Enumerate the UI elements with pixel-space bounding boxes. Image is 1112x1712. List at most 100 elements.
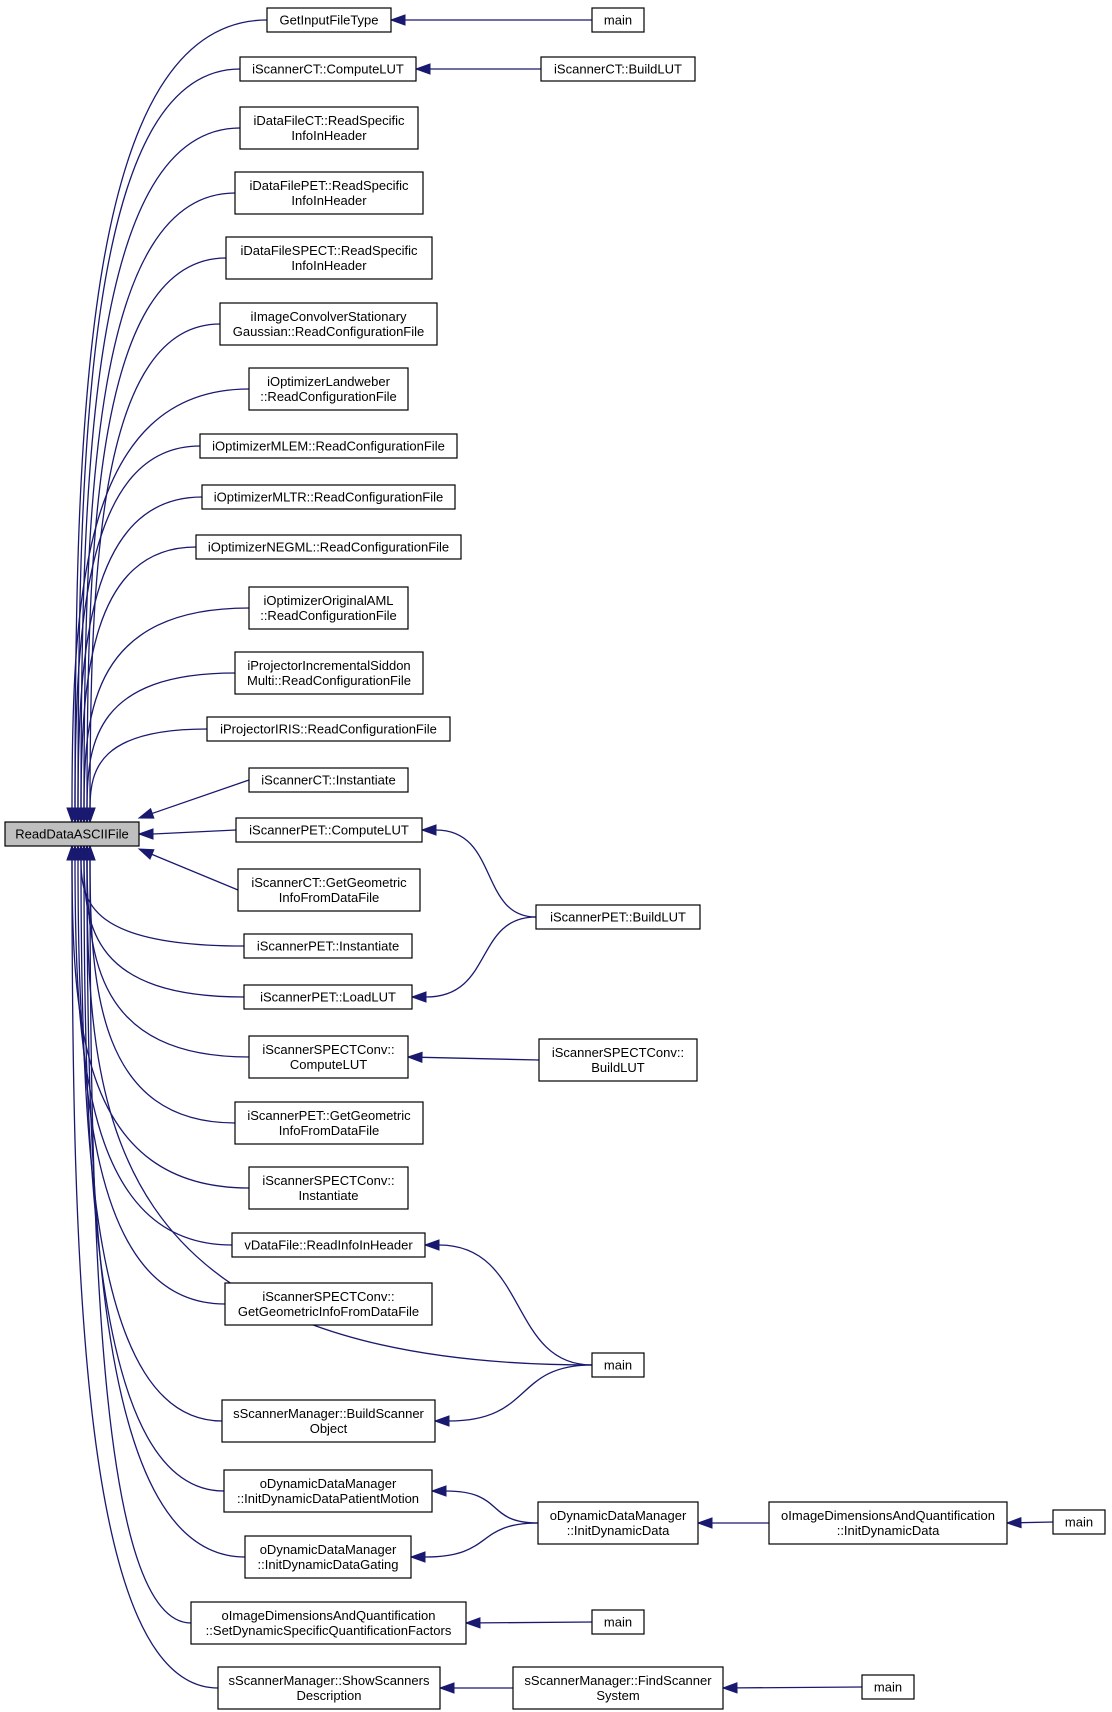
function-node[interactable]: iScannerCT::Instantiate: [248, 767, 409, 793]
node-label-line: InfoInHeader: [291, 258, 367, 273]
function-node[interactable]: main: [861, 1674, 915, 1700]
edge-c14-to-n0: [137, 779, 250, 819]
function-node[interactable]: iScannerCT::ComputeLUT: [239, 56, 417, 82]
node-box: [224, 1282, 433, 1326]
node-label-line: oDynamicDataManager: [260, 1476, 397, 1491]
node-label-line: ::InitDynamicDataGating: [258, 1557, 399, 1572]
node-label-line: InfoFromDataFile: [279, 1123, 379, 1138]
node-label-line: ::InitDynamicDataPatientMotion: [237, 1491, 419, 1506]
edge-line: [74, 445, 201, 809]
node-label-line: iScannerPET::GetGeometric: [247, 1108, 411, 1123]
edge-b1-to-c2: [414, 63, 541, 75]
node-box: [266, 7, 392, 33]
function-node[interactable]: oDynamicDataManager::InitDynamicData: [537, 1501, 699, 1545]
edge-line: [152, 829, 237, 835]
edge-arrowhead: [438, 1682, 455, 1694]
node-label-line: iOptimizerMLEM::ReadConfigurationFile: [212, 439, 445, 454]
edge-line: [80, 859, 245, 947]
node-label-line: iScannerCT::BuildLUT: [554, 62, 682, 77]
edge-m2-to-c22: [423, 1239, 593, 1366]
function-node[interactable]: GetInputFileType: [266, 7, 392, 33]
node-label-line: ::InitDynamicData: [567, 1523, 670, 1538]
node-label-line: main: [1065, 1515, 1093, 1530]
function-node[interactable]: iOptimizerLandweber::ReadConfigurationFi…: [248, 367, 409, 411]
function-node[interactable]: oDynamicDataManager::InitDynamicDataPati…: [223, 1469, 433, 1513]
node-label-line: sScannerManager::FindScanner: [524, 1673, 712, 1688]
node-box: [231, 1232, 426, 1258]
edge-m5-to-f1: [721, 1682, 863, 1694]
node-label-line: Object: [310, 1421, 348, 1436]
function-node[interactable]: iScannerCT::GetGeometricInfoFromDataFile: [237, 868, 421, 912]
function-node[interactable]: iOptimizerMLTR::ReadConfigurationFile: [201, 484, 456, 510]
edge-c20-to-n0: [84, 844, 236, 1124]
edge-line: [86, 257, 227, 809]
edge-line: [89, 323, 221, 809]
node-box: [4, 821, 140, 847]
edge-arrowhead: [389, 14, 406, 26]
node-label-line: sScannerManager::ShowScanners: [229, 1673, 430, 1688]
function-node[interactable]: iImageConvolverStationaryGaussian::ReadC…: [219, 302, 438, 346]
function-node[interactable]: iScannerPET::LoadLUT: [243, 984, 413, 1010]
node-box: [190, 1601, 467, 1645]
root-node[interactable]: ReadDataASCIIFile: [4, 821, 140, 847]
node-label-line: iDataFilePET::ReadSpecific: [250, 178, 409, 193]
function-node[interactable]: oImageDimensionsAndQuantification::SetDy…: [190, 1601, 467, 1645]
edge-line: [83, 859, 245, 998]
node-label-line: InfoFromDataFile: [279, 890, 379, 905]
node-label-line: iProjectorIRIS::ReadConfigurationFile: [220, 722, 437, 737]
edge-c13-to-n0: [84, 728, 208, 824]
function-node[interactable]: iScannerSPECTConv::BuildLUT: [538, 1038, 698, 1082]
edge-line: [438, 1244, 593, 1366]
node-label-line: Multi::ReadConfigurationFile: [247, 673, 411, 688]
function-node[interactable]: main: [591, 7, 645, 33]
function-node[interactable]: iScannerSPECTConv::Instantiate: [248, 1166, 409, 1210]
node-box: [248, 1166, 409, 1210]
node-label-line: main: [874, 1680, 902, 1695]
edge-arrowhead: [137, 848, 155, 860]
function-node[interactable]: iScannerSPECTConv::GetGeometricInfoFromD…: [224, 1282, 433, 1326]
function-node[interactable]: iProjectorIRIS::ReadConfigurationFile: [206, 716, 451, 742]
edge-c11-to-n0: [78, 607, 250, 824]
edge-arrowhead: [414, 63, 431, 75]
function-node[interactable]: vDataFile::ReadInfoInHeader: [231, 1232, 426, 1258]
node-label-line: BuildLUT: [591, 1060, 645, 1075]
edge-m2-to-c24: [433, 1364, 593, 1427]
node-label-line: iScannerPET::LoadLUT: [260, 990, 396, 1005]
node-label-line: Description: [296, 1688, 361, 1703]
edge-arrowhead: [406, 1051, 423, 1064]
node-box: [223, 1469, 433, 1513]
function-node[interactable]: iOptimizerOriginalAML::ReadConfiguration…: [248, 586, 409, 630]
function-node[interactable]: main: [591, 1609, 645, 1635]
function-node[interactable]: iScannerPET::BuildLUT: [535, 904, 701, 930]
node-label-line: iOptimizerNEGML::ReadConfigurationFile: [208, 540, 449, 555]
function-node[interactable]: iOptimizerNEGML::ReadConfigurationFile: [195, 534, 462, 560]
function-node[interactable]: main: [1052, 1509, 1106, 1535]
function-node[interactable]: iOptimizerMLEM::ReadConfigurationFile: [199, 433, 458, 459]
function-node[interactable]: iProjectorIncrementalSiddonMulti::ReadCo…: [234, 651, 424, 695]
node-label-line: ::SetDynamicSpecificQuantificationFactor…: [206, 1623, 452, 1638]
node-label-line: iOptimizerMLTR::ReadConfigurationFile: [214, 490, 444, 505]
edge-c10-to-n0: [75, 546, 197, 824]
edge-m1-to-c1: [389, 14, 592, 26]
function-node[interactable]: oImageDimensionsAndQuantification::InitD…: [768, 1501, 1008, 1545]
node-box: [234, 171, 424, 215]
node-box: [237, 868, 421, 912]
edge-m3-to-c27: [464, 1617, 593, 1629]
function-node[interactable]: main: [591, 1352, 645, 1378]
node-label-line: sScannerManager::BuildScanner: [233, 1406, 424, 1421]
function-node[interactable]: iScannerCT::BuildLUT: [540, 56, 696, 82]
function-node[interactable]: iScannerPET::ComputeLUT: [235, 817, 423, 843]
edge-line: [77, 68, 241, 809]
function-node[interactable]: iScannerPET::GetGeometricInfoFromDataFil…: [234, 1101, 424, 1145]
node-box: [512, 1666, 724, 1710]
edge-line: [74, 19, 268, 809]
function-node[interactable]: iScannerSPECTConv::ComputeLUT: [248, 1035, 409, 1079]
function-node[interactable]: oDynamicDataManager::InitDynamicDataGati…: [244, 1535, 412, 1579]
function-node[interactable]: iScannerPET::Instantiate: [243, 933, 413, 959]
